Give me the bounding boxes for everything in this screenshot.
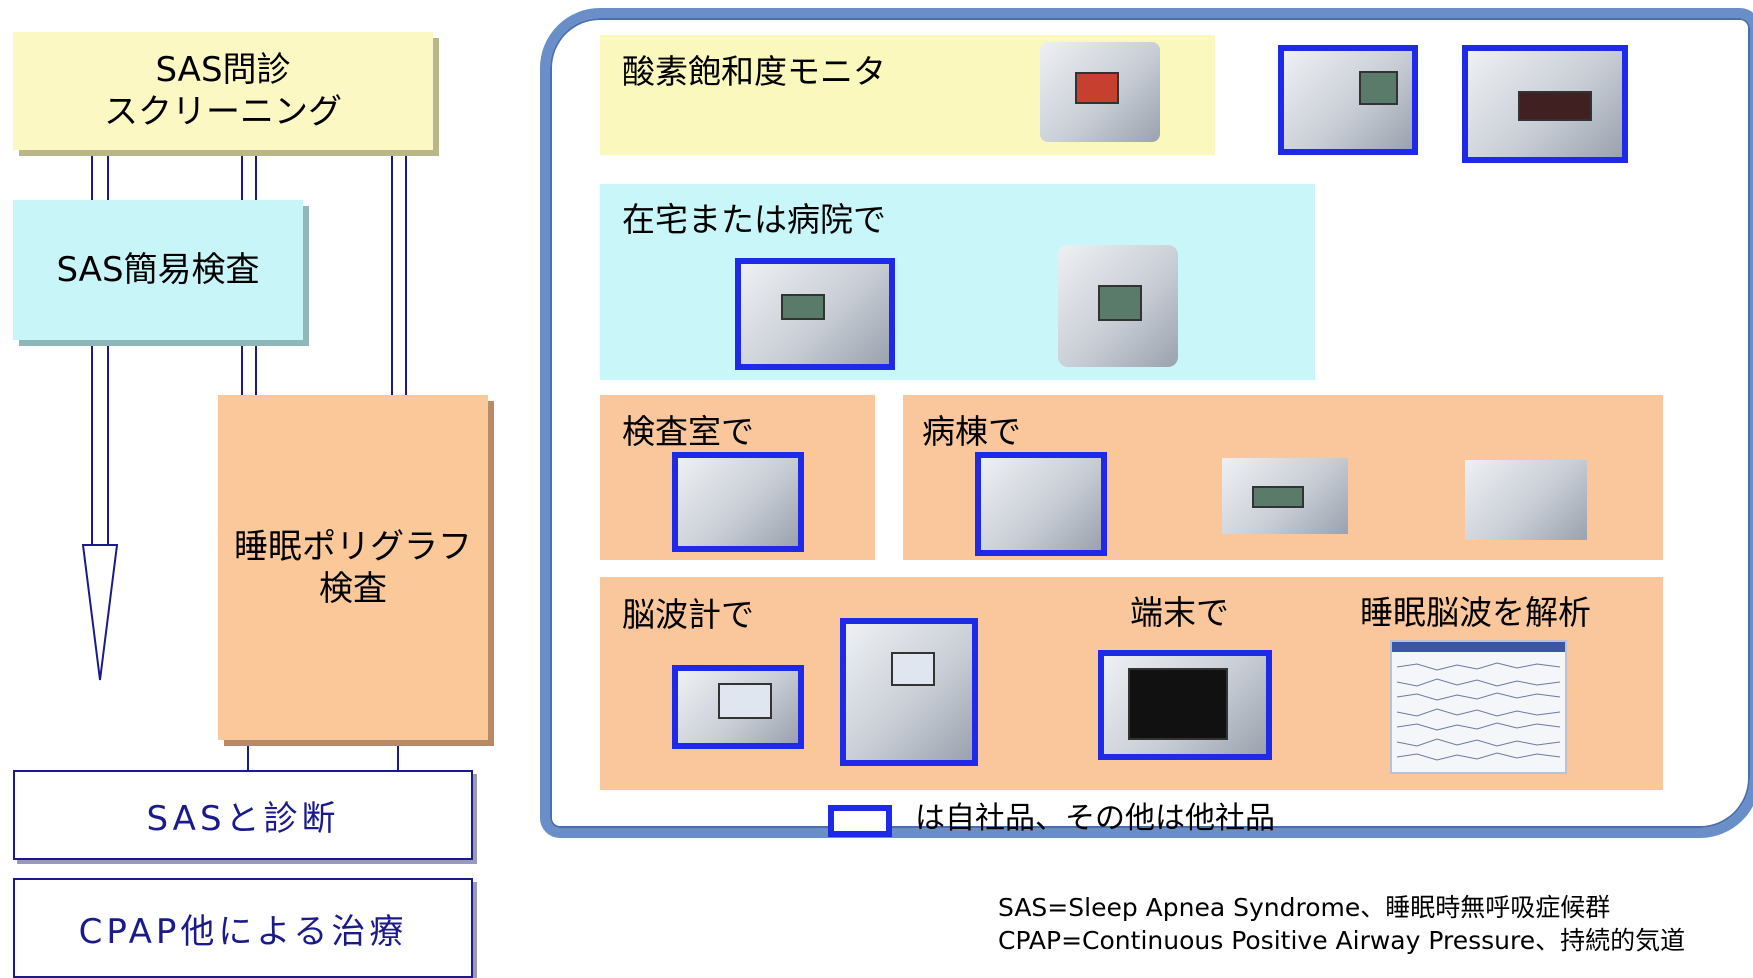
ward-sensor-image: [1465, 460, 1587, 540]
diagnosis-box: SASと診断: [13, 770, 473, 860]
eeg-laptop-image: [672, 665, 804, 749]
treatment-box: CPAP他による治療: [13, 878, 473, 978]
own-product-legend-swatch: [828, 805, 892, 837]
screening-line2: スクリーニング: [104, 92, 342, 132]
eeg-waveform-image: [1390, 640, 1567, 774]
finger-oximeter-image: [1278, 45, 1418, 155]
treatment-label: CPAP他による治療: [78, 911, 408, 952]
simple-test-label: SAS簡易検査: [56, 250, 260, 290]
psg-box: 睡眠ポリグラフ 検査: [218, 395, 488, 740]
oximeter-label: 酸素飽和度モニタ: [622, 52, 886, 91]
home-device-image: [1058, 245, 1178, 367]
psg-line2: 検査: [319, 568, 387, 609]
portable-monitor-image: [735, 258, 895, 370]
eeg-cart-image: [840, 618, 978, 766]
cpap-note: CPAP=Continuous Positive Airway Pressure…: [998, 926, 1686, 955]
wrist-oximeter-image: [1040, 42, 1160, 142]
legend-label: は自社品、その他は他社品: [915, 801, 1275, 836]
screening-line1: SAS問診: [155, 50, 291, 90]
analysis-label: 睡眠脳波を解析: [1360, 593, 1591, 632]
terminal-label: 端末で: [1130, 593, 1229, 632]
simple-test-box: SAS簡易検査: [13, 200, 303, 340]
sas-note: SAS=Sleep Apnea Syndrome、睡眠時無呼吸症候群: [998, 893, 1611, 922]
terminal-pc-image: [1098, 650, 1272, 760]
diagnosis-label: SASと診断: [146, 798, 340, 839]
eeg-label: 脳波計で: [622, 595, 754, 634]
home-hospital-region: [600, 184, 1315, 380]
psg-line1: 睡眠ポリグラフ: [234, 526, 472, 567]
ward-psg-image: [975, 452, 1107, 556]
lab-label: 検査室で: [622, 412, 754, 451]
ward-recorder-image: [1222, 458, 1348, 534]
home-hospital-label: 在宅または病院で: [622, 200, 886, 239]
lab-psg-image: [672, 452, 804, 552]
ward-label: 病棟で: [922, 412, 1021, 451]
bedside-oximeter-image: [1462, 45, 1628, 163]
eeg-waves: [1392, 642, 1565, 761]
screening-box: SAS問診 スクリーニング: [13, 32, 433, 150]
